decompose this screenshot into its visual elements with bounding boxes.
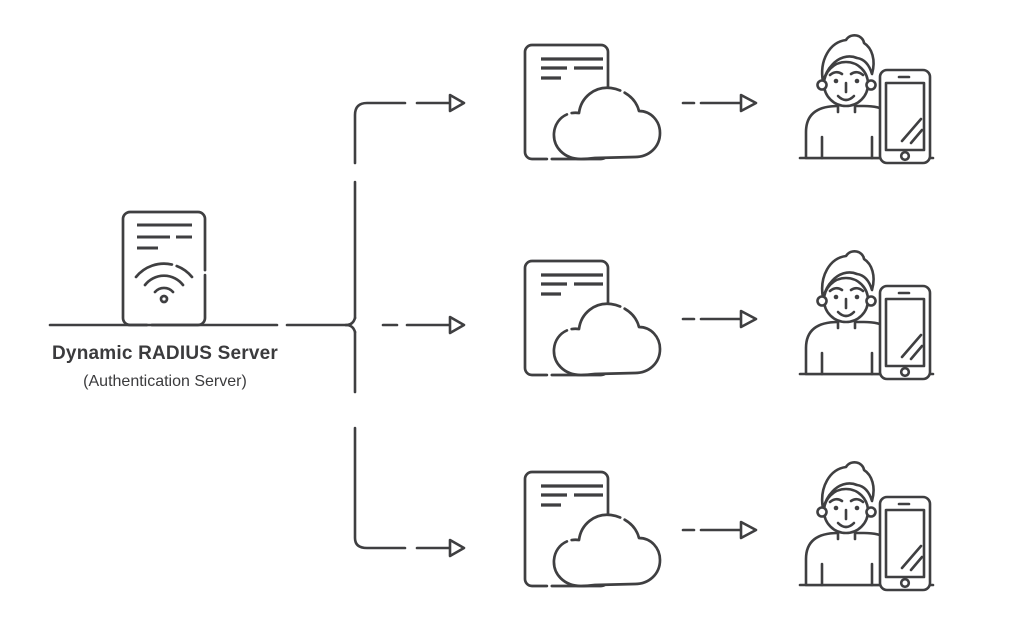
server-subtitle: (Authentication Server) [83,373,247,390]
branch-arrow-top [415,93,466,113]
user-with-smartphone-icon [798,33,935,165]
flow-row-3 [523,460,935,592]
flow-row-1 [523,33,935,165]
server-shape [121,210,207,327]
flow-row-2 [523,249,935,381]
cloud-document-icon [523,259,662,377]
user-with-smartphone-icon [798,249,935,381]
wifi-icon [134,262,194,304]
cloud-document-icon [523,43,662,161]
dashed-arrow-icon [681,93,758,113]
dashed-arrow-icon [681,520,758,540]
junction-flare-down [344,323,357,334]
connector-lines [48,93,466,558]
server-text-lines [137,223,192,250]
server-title: Dynamic RADIUS Server [52,343,278,364]
cloud-document-icon [523,470,662,588]
user-with-smartphone-icon [798,460,935,592]
dashed-arrow-icon [681,309,758,329]
branch-arrow-bottom [415,538,466,558]
radius-server-icon [121,210,207,327]
branch-top [353,101,407,165]
branch-arrow-middle [381,315,466,335]
branch-bottom [353,426,407,550]
